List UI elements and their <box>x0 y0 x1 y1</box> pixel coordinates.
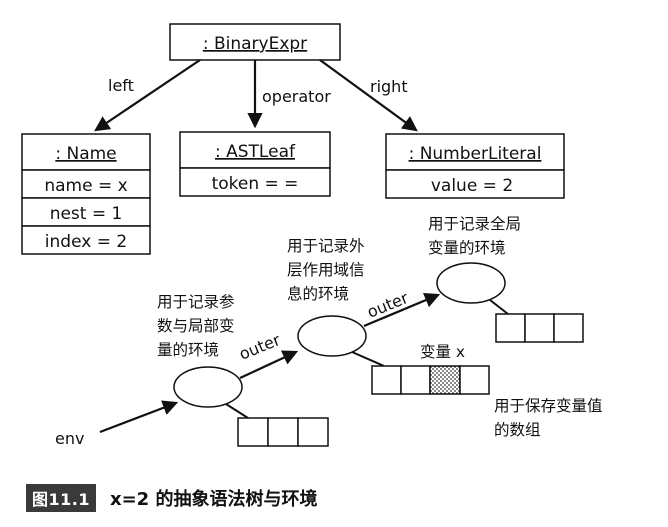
svg-text:量的环境: 量的环境 <box>157 340 219 359</box>
binaryexpr-node: : BinaryExpr <box>169 23 341 61</box>
svg-text:用于保存变量值: 用于保存变量值 <box>494 397 603 415</box>
local-env-ellipse <box>173 366 243 408</box>
svg-text:用于记录全局: 用于记录全局 <box>428 215 521 233</box>
svg-text:变量的环境: 变量的环境 <box>428 238 506 257</box>
edge-left <box>94 59 201 132</box>
outer-env-ellipse <box>297 315 367 357</box>
outer-label-1: outer <box>236 330 283 364</box>
figure-caption-text: x=2 的抽象语法树与环境 <box>109 489 318 510</box>
svg-text:数与局部变: 数与局部变 <box>157 317 235 335</box>
variable-x-slot <box>429 365 461 395</box>
outer-arrow-1 <box>239 350 299 379</box>
global-env-ellipse <box>436 262 506 304</box>
variable-x-label: 变量 x <box>420 343 465 361</box>
env-arrow <box>99 400 179 434</box>
svg-text:层作用域信: 层作用域信 <box>287 261 365 279</box>
edge-operator-label: operator <box>262 87 331 106</box>
numberliteral-node: : NumberLiteral value = 2 <box>385 133 565 199</box>
astleaf-title: : ASTLeaf <box>215 142 296 162</box>
svg-text:用于记录外: 用于记录外 <box>287 237 365 255</box>
diagram-canvas: : BinaryExpr left operator right : Name … <box>21 23 603 448</box>
note-global-env: 用于记录全局 变量的环境 <box>428 215 521 257</box>
edge-right <box>319 59 418 132</box>
numberliteral-title: : NumberLiteral <box>409 144 542 164</box>
edge-left-label: left <box>108 76 134 95</box>
env-label: env <box>55 429 84 448</box>
name-node: : Name name = x nest = 1 index = 2 <box>21 133 151 255</box>
name-field-nest: nest = 1 <box>50 204 123 224</box>
local-env-array <box>237 417 329 447</box>
binaryexpr-title: : BinaryExpr <box>203 34 307 54</box>
outer-arrow-2 <box>363 292 441 328</box>
svg-text:的数组: 的数组 <box>494 421 541 439</box>
outer-env-array <box>371 365 490 395</box>
name-node-title: : Name <box>55 144 116 164</box>
global-env-link <box>489 299 509 315</box>
note-outer-env: 用于记录外 层作用域信 息的环境 <box>287 237 365 303</box>
name-field-name: name = x <box>44 176 127 196</box>
note-array: 用于保存变量值 的数组 <box>494 397 603 439</box>
astleaf-field-token: token = = <box>212 174 299 194</box>
figure-number-badge: 图11.1 <box>26 484 96 512</box>
numberliteral-field-value: value = 2 <box>431 176 513 196</box>
figure-caption: 图11.1 x=2 的抽象语法树与环境 <box>26 484 317 512</box>
name-field-index: index = 2 <box>45 232 127 252</box>
note-local-env: 用于记录参 数与局部变 量的环境 <box>157 293 235 359</box>
local-env-link <box>225 403 249 419</box>
global-env-array <box>495 313 584 343</box>
edge-right-label: right <box>370 77 408 96</box>
astleaf-node: : ASTLeaf token = = <box>179 131 331 197</box>
outer-env-link <box>351 351 385 367</box>
svg-text:息的环境: 息的环境 <box>287 284 349 303</box>
svg-text:用于记录参: 用于记录参 <box>157 293 235 311</box>
